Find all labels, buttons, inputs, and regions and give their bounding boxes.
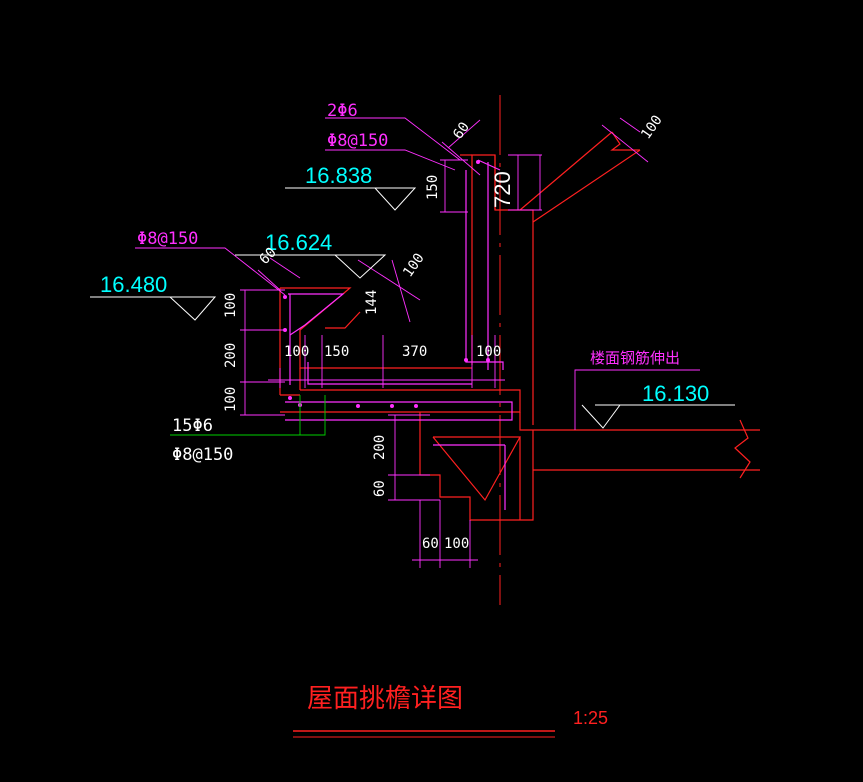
dim-200-left: 200 bbox=[223, 343, 239, 368]
elevation-16480: 16.480 bbox=[100, 272, 167, 297]
dim-60-bottom: 60 bbox=[422, 536, 439, 552]
drawing-title: 屋面挑檐详图 bbox=[307, 684, 463, 714]
dim-144: 144 bbox=[364, 290, 380, 315]
dim-60-top: 60 bbox=[450, 119, 473, 142]
elevation-16130: 16.130 bbox=[642, 381, 709, 406]
dim-150-top: 150 bbox=[425, 175, 441, 200]
stirrup-left-label: Φ8@150 bbox=[137, 229, 198, 249]
elevation-16624: 16.624 bbox=[265, 230, 332, 255]
concrete-outline bbox=[279, 131, 760, 521]
drawing-scale: 1:25 bbox=[573, 708, 608, 728]
stirrup-main-label: Φ8@150 bbox=[172, 445, 233, 465]
dim-150-a: 150 bbox=[324, 344, 349, 360]
dimension-lines bbox=[240, 117, 700, 568]
leader-lines bbox=[135, 117, 461, 436]
rebar-top-count-label: 2Φ6 bbox=[327, 101, 358, 121]
dim-100-left2: 100 bbox=[223, 387, 239, 412]
dim-100-bottom: 100 bbox=[444, 536, 469, 552]
floor-rebar-note: 楼面钢筋伸出 bbox=[590, 349, 680, 367]
stirrup-top-label: Φ8@150 bbox=[327, 131, 388, 151]
dim-100-a: 100 bbox=[284, 344, 309, 360]
dim-720: 720 bbox=[490, 171, 515, 208]
dim-60-lower: 60 bbox=[372, 480, 388, 497]
dim-100-slope: 100 bbox=[638, 112, 666, 142]
rebar-lines bbox=[285, 159, 513, 510]
dim-100-left: 100 bbox=[223, 293, 239, 318]
rebar-main-label: 15Φ6 bbox=[172, 416, 213, 436]
dim-100-b: 100 bbox=[476, 344, 501, 360]
dim-100-mid: 100 bbox=[400, 250, 428, 280]
elevation-symbols bbox=[90, 187, 735, 429]
rebar-dots bbox=[283, 160, 490, 408]
elevation-16838: 16.838 bbox=[305, 163, 372, 188]
dim-370: 370 bbox=[402, 344, 427, 360]
dim-200-lower: 200 bbox=[372, 435, 388, 460]
